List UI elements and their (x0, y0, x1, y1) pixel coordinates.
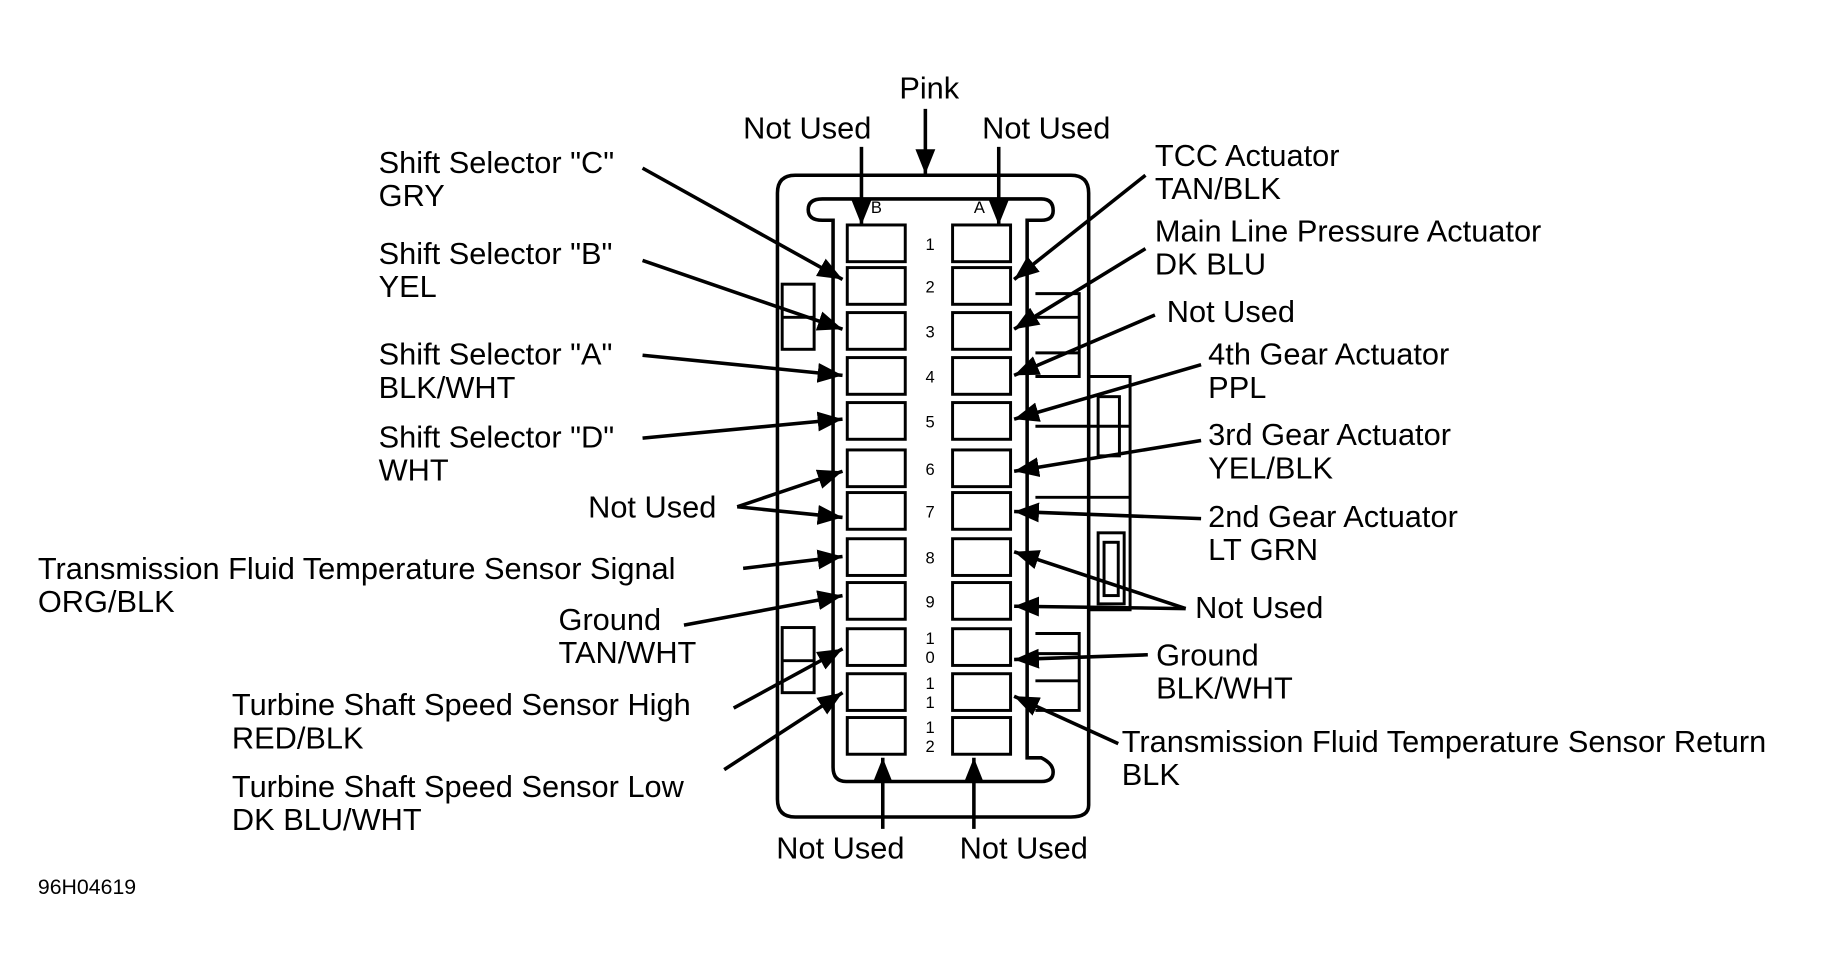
label-2nd-gear-color: LT GRN (1208, 532, 1318, 567)
pin-cavity-a5 (951, 401, 1013, 441)
pin-cavity-b8 (845, 537, 907, 577)
label-shift-selector-d-color: WHT (379, 453, 449, 488)
label-tft-sensor-return: Transmission Fluid Temperature Sensor Re… (1122, 724, 1766, 759)
top-b-not-used-label: Not Used (743, 111, 871, 146)
label-shift-selector-d: Shift Selector "D" (379, 420, 615, 455)
column-b-label: B (871, 198, 882, 217)
pin-number-12: 2 (925, 737, 934, 756)
label-ground-left-color: TAN/WHT (559, 635, 697, 670)
label-tss-high-color: RED/BLK (232, 720, 364, 755)
bottom-b-not-used-label: Not Used (776, 830, 904, 865)
label-main-line-pressure-color: DK BLU (1155, 247, 1266, 282)
pin-number-11: 1 (925, 693, 934, 712)
label-shift-selector-b-color: YEL (379, 269, 437, 304)
pin-cavity-b12 (845, 716, 907, 756)
pin-cavity-a4 (951, 356, 1013, 396)
bottom-a-not-used-label: Not Used (960, 830, 1088, 865)
label-tft-sensor-signal: Transmission Fluid Temperature Sensor Si… (38, 551, 676, 586)
label-shift-selector-a-color: BLK/WHT (379, 370, 516, 405)
label-tft-sensor-signal-color: ORG/BLK (38, 584, 175, 619)
label-4th-gear-color: PPL (1208, 370, 1266, 405)
label-tft-sensor-return-color: BLK (1122, 757, 1181, 792)
pin-cavity-b4 (845, 356, 907, 396)
pin-number-12: 1 (925, 718, 934, 737)
label-right-not-used-a4: Not Used (1167, 294, 1295, 329)
label-4th-gear: 4th Gear Actuator (1208, 337, 1449, 372)
pin-number-3: 3 (925, 322, 934, 341)
label-shift-selector-c: Shift Selector "C" (379, 145, 615, 180)
pin-number-10: 1 (925, 629, 934, 648)
pin-cavity-a7 (951, 491, 1013, 531)
pin-number-10: 0 (925, 648, 934, 667)
connector-color-label: Pink (899, 70, 959, 105)
label-main-line-pressure: Main Line Pressure Actuator (1155, 214, 1541, 249)
label-2nd-gear: 2nd Gear Actuator (1208, 499, 1458, 534)
pin-number-1: 1 (925, 235, 934, 254)
pin-number-6: 6 (925, 460, 934, 479)
label-tcc-actuator: TCC Actuator (1155, 138, 1340, 173)
label-tss-low-color: DK BLU/WHT (232, 802, 422, 837)
pin-cavity-a3 (951, 311, 1013, 351)
pin-cavity-b10 (845, 627, 907, 667)
connector-housing (775, 173, 1132, 819)
pin-cavity-b2 (845, 266, 907, 306)
label-right-not-used-a8-a9: Not Used (1195, 590, 1323, 625)
pin-cavity-b6 (845, 448, 907, 489)
label-shift-selector-c-color: GRY (379, 178, 445, 213)
pin-cavity-a8 (951, 537, 1013, 577)
label-3rd-gear-color: YEL/BLK (1208, 450, 1333, 485)
pin-cavity-b9 (845, 581, 907, 621)
label-tcc-actuator-color: TAN/BLK (1155, 171, 1281, 206)
label-shift-selector-a: Shift Selector "A" (379, 337, 613, 372)
label-tss-high: Turbine Shaft Speed Sensor High (232, 687, 691, 722)
pin-number-11: 1 (925, 674, 934, 693)
pin-number-8: 8 (925, 549, 934, 568)
label-ground-right: Ground (1156, 637, 1259, 672)
label-ground-left: Ground (559, 602, 662, 637)
pin-number-4: 4 (925, 367, 934, 386)
label-ground-right-color: BLK/WHT (1156, 671, 1293, 706)
label-3rd-gear: 3rd Gear Actuator (1208, 417, 1451, 452)
pin-number-9: 9 (925, 592, 934, 611)
pin-number-7: 7 (925, 502, 934, 521)
pin-number-5: 5 (925, 412, 934, 431)
pin-cavity-a12 (951, 716, 1013, 756)
pin-cavity-b1 (845, 223, 907, 264)
pin-cavity-b5 (845, 401, 907, 441)
pin-cavity-a6 (951, 448, 1013, 489)
left-callouts: Shift Selector "C" GRY Shift Selector "B… (38, 145, 844, 837)
pin-cavity-b7 (845, 491, 907, 531)
pin-cavity-b3 (845, 311, 907, 351)
pin-cavity-a11 (951, 672, 1013, 712)
label-shift-selector-b: Shift Selector "B" (379, 236, 613, 271)
figure-id: 96H04619 (38, 875, 136, 899)
pin-cavity-b11 (845, 672, 907, 712)
pin-number-2: 2 (925, 277, 934, 296)
pin-cavity-a1 (951, 223, 1013, 264)
label-left-not-used: Not Used (588, 489, 716, 524)
pin-cavity-a10 (951, 627, 1013, 667)
pin-cavity-a2 (951, 266, 1013, 306)
right-callouts: TCC Actuator TAN/BLK Main Line Pressure … (1013, 138, 1766, 792)
column-a-label: A (974, 198, 986, 217)
top-a-not-used-label: Not Used (982, 111, 1110, 146)
pin-cavity-a9 (951, 581, 1013, 621)
label-tss-low: Turbine Shaft Speed Sensor Low (232, 769, 685, 804)
